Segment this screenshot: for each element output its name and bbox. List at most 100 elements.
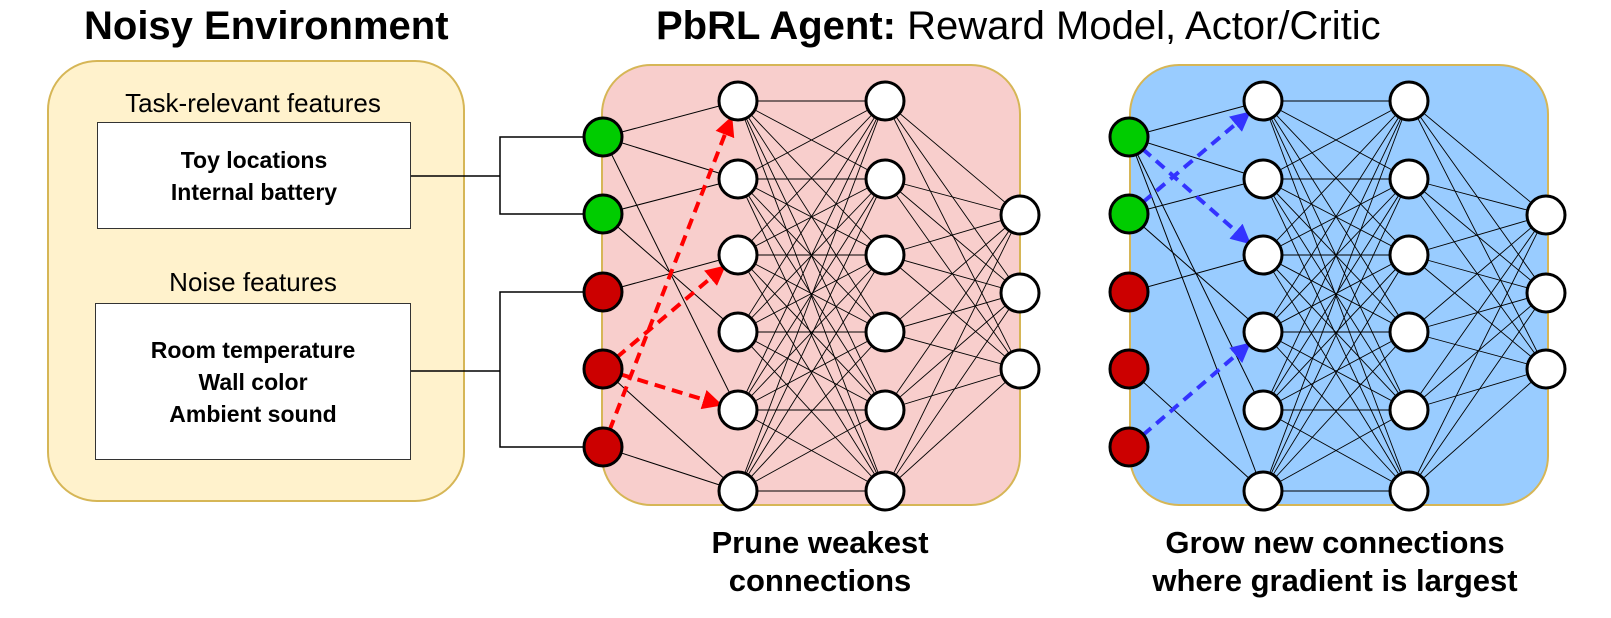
prune-input-edge [602, 446, 739, 492]
grow-hidden1-node [1242, 234, 1284, 276]
prune-input-edge [602, 178, 739, 215]
prune-output-edge [884, 331, 1021, 370]
noise-features-box: Room temperature Wall color Ambient soun… [95, 303, 411, 460]
prune-caption: Prune weakest connections [640, 524, 1000, 600]
grow-output-edge [1408, 368, 1547, 492]
prune-output-edge [884, 368, 1021, 492]
prune-hidden-edge [737, 100, 886, 180]
prune-hidden2-node [864, 311, 906, 353]
prune-hidden-edge [737, 100, 886, 492]
prune-hidden1-node [717, 311, 759, 353]
prune-caption-line2: connections [728, 563, 912, 598]
prune-dashed-arrow [615, 265, 726, 359]
grow-dashed-arrow [1141, 147, 1251, 245]
agent-title: PbRL Agent: Reward Model, Actor/Critic [656, 6, 1381, 46]
agent-title-rest: Reward Model, Actor/Critic [895, 4, 1381, 48]
grow-task-input-node [1108, 193, 1150, 235]
grow-output-edge [1408, 214, 1547, 411]
grow-input-edge [1128, 254, 1264, 293]
grow-hidden2-node [1388, 389, 1430, 431]
prune-output-node [999, 272, 1041, 314]
highlight-arrows [607, 111, 1251, 437]
grow-hidden1-node [1242, 158, 1284, 200]
grow-output-edge [1408, 331, 1547, 370]
network-nodes [582, 80, 1567, 512]
task-bracket [499, 136, 584, 215]
grow-hidden1-node [1242, 80, 1284, 122]
prune-hidden1-node [717, 80, 759, 122]
grow-hidden-edge [1262, 178, 1410, 411]
grow-hidden1-node [1242, 470, 1284, 512]
prune-input-edge [602, 100, 739, 138]
grow-output-node [1525, 348, 1567, 390]
prune-noise-input-node [582, 348, 624, 390]
prune-hidden2-node [864, 234, 906, 276]
noise-feature-ambient-sound: Ambient sound [169, 400, 337, 427]
prune-output-edge [884, 214, 1021, 256]
grow-hidden2-node [1388, 158, 1430, 200]
prune-hidden1-node [717, 470, 759, 512]
prune-hidden-edge [737, 178, 886, 411]
grow-output-edge [1408, 214, 1547, 333]
prune-output-edge [884, 178, 1021, 216]
grow-hidden-edge [1262, 100, 1410, 333]
prune-dashed-arrow [619, 372, 723, 410]
prune-hidden1-node [717, 389, 759, 431]
prune-hidden2-node [864, 389, 906, 431]
grow-hidden2-node [1388, 80, 1430, 122]
prune-hidden-edge [737, 409, 886, 492]
prune-output-node [999, 194, 1041, 236]
prune-hidden-edge [737, 331, 886, 411]
grow-caption: Grow new connections where gradient is l… [1120, 524, 1550, 600]
grow-hidden-edge [1262, 100, 1410, 411]
prune-noise-input-node [582, 426, 624, 468]
grow-output-edge [1408, 368, 1547, 411]
prune-task-input-node [582, 193, 624, 235]
prune-hidden-edge [737, 254, 886, 411]
grow-output-edge [1408, 292, 1547, 411]
grow-output-edge [1408, 214, 1547, 492]
grow-task-input-node [1108, 116, 1150, 158]
grow-noise-input-node [1108, 426, 1150, 468]
environment-title: Noisy Environment [84, 4, 449, 48]
prune-output-edge [884, 292, 1021, 492]
grow-hidden-edge [1262, 409, 1410, 492]
agent-title-bold: PbRL Agent: [656, 4, 896, 48]
task-feature-toy-locations: Toy locations [180, 146, 328, 173]
task-feature-internal-battery: Internal battery [170, 178, 338, 205]
grow-hidden-edge [1262, 100, 1410, 180]
grow-noise-input-node [1108, 348, 1150, 390]
noise-feature-wall-color: Wall color [198, 368, 308, 395]
grow-output-node [1525, 194, 1567, 236]
grow-caption-line2: where gradient is largest [1152, 563, 1518, 598]
grow-dashed-arrow [1141, 342, 1251, 437]
prune-output-edge [884, 214, 1021, 492]
prune-caption-line1: Prune weakest [711, 525, 929, 560]
grow-hidden2-node [1388, 234, 1430, 276]
grow-hidden-edge [1262, 331, 1410, 492]
grow-input-edge [1128, 136, 1264, 180]
prune-hidden-edge [737, 178, 886, 492]
grow-input-edge [1128, 178, 1264, 215]
prune-output-edge [884, 368, 1021, 411]
prune-hidden-edge [737, 254, 886, 492]
prune-output-edge [884, 214, 1021, 411]
grow-hidden-edge [1262, 100, 1410, 256]
grow-hidden-edge [1262, 254, 1410, 411]
grow-hidden-edge [1262, 178, 1410, 492]
prune-hidden-edge [737, 254, 886, 333]
task-features-label: Task-relevant features [125, 88, 381, 118]
grow-hidden1-node [1242, 389, 1284, 431]
grow-caption-line1: Grow new connections [1165, 525, 1505, 560]
prune-hidden1-node [717, 158, 759, 200]
prune-hidden-edge [737, 100, 886, 411]
grow-input-edge [1128, 100, 1264, 138]
prune-input-edge [602, 368, 739, 492]
prune-output-edge [884, 178, 1021, 294]
prune-output-edge [884, 292, 1021, 411]
prune-output-edge [884, 100, 1021, 216]
noise-features-label: Noise features [169, 267, 337, 297]
grow-hidden2-node [1388, 311, 1430, 353]
grow-hidden-edge [1262, 254, 1410, 492]
